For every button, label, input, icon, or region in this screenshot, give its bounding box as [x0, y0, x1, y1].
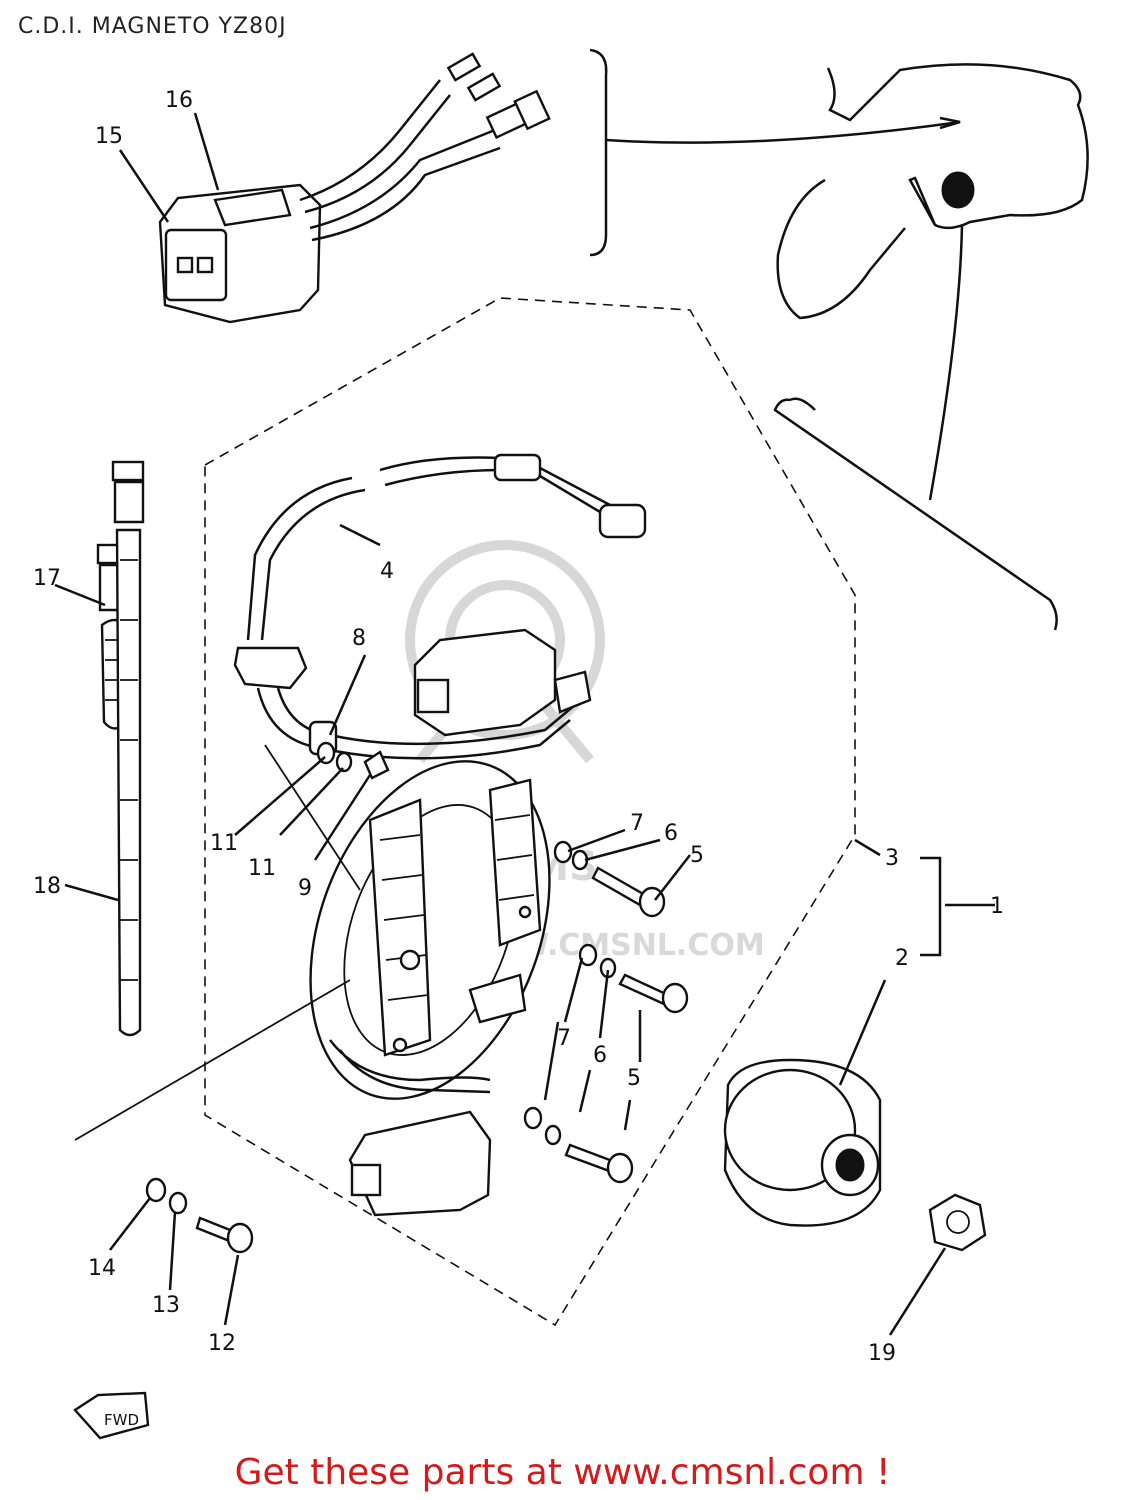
callout-3: 3: [885, 846, 899, 871]
assembly-outline: [204, 297, 856, 1327]
callout-14: 14: [88, 1256, 116, 1281]
callout-13: 13: [152, 1293, 180, 1318]
callout-5-top: 5: [690, 843, 704, 868]
cdi-unit: [158, 52, 551, 324]
ignition-coil: [413, 628, 592, 737]
frame-outline: [589, 48, 1089, 631]
rotor: [723, 1058, 882, 1227]
diagram-title: C.D.I. MAGNETO YZ80J: [18, 14, 287, 39]
callout-19: 18: [33, 874, 61, 899]
fasteners: [145, 741, 689, 1254]
callout-17: 16: [165, 88, 193, 113]
callout-7-mid: 7: [557, 1026, 571, 1051]
callout-15: 19: [868, 1341, 896, 1366]
callout-18: 17: [33, 566, 61, 591]
callout-6-top: 6: [664, 821, 678, 846]
frame-hole: [941, 171, 975, 209]
callout-8: 8: [352, 626, 366, 651]
cable-ties: [96, 460, 145, 1037]
callout-5-mid: 5: [627, 1066, 641, 1091]
callout-10: 11: [248, 856, 276, 881]
callout-7-top: 7: [630, 811, 644, 836]
callout-12: 12: [208, 1331, 236, 1356]
stator-assembly: [309, 760, 551, 1217]
callout-11: 11: [210, 831, 238, 856]
nut: [928, 1193, 987, 1252]
callout-2: 2: [895, 946, 909, 971]
fwd-label: FWD: [104, 1411, 139, 1429]
parts-link-footer[interactable]: Get these parts at www.cmsnl.com !: [234, 1452, 891, 1493]
callout-16: 15: [95, 124, 123, 149]
callout-9: 9: [298, 876, 312, 901]
callout-1: 1: [990, 894, 1004, 919]
callout-4: 4: [380, 559, 394, 584]
fwd-arrow: FWD: [73, 1391, 150, 1440]
leader-lines: [54, 112, 995, 1336]
callout-6-mid: 6: [593, 1043, 607, 1068]
